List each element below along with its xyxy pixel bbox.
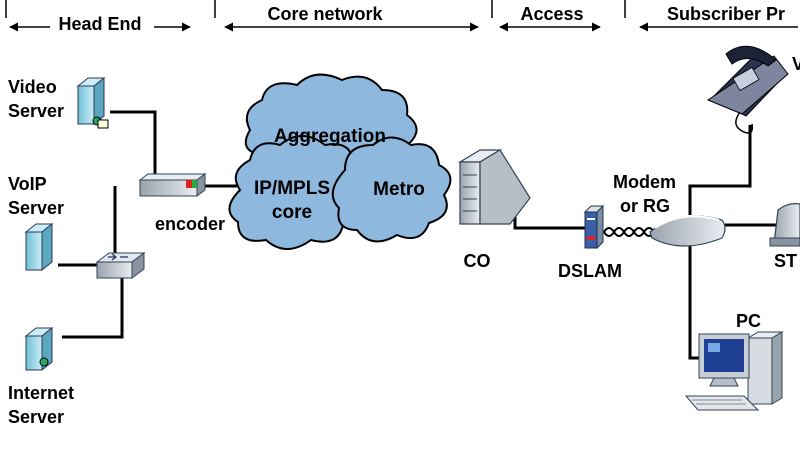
ip-mpls-label-1: IP/MPLS [254,178,330,199]
metro-label: Metro [373,179,425,200]
ip-mpls-label-2: core [272,202,312,223]
co-building-icon [457,149,531,225]
computer-icon [684,331,784,411]
co-label: CO [464,251,491,271]
encoder: encoder [138,173,225,234]
aggregation-label: Aggregation [274,126,386,147]
pc: PC [684,311,784,411]
co: CO [457,149,531,271]
switch-icon [95,252,146,279]
stb-label: ST [774,251,797,271]
phone-label: V [792,54,800,74]
twisted-pair-icon [603,227,655,237]
header-labels: Head End Core network Access Subscriber … [50,2,800,34]
internet-server: Internet Server [8,326,74,427]
modem-label-2: or RG [620,196,670,216]
server-icon [76,76,109,129]
video-server-label-1: Video [8,77,57,97]
header-head-end: Head End [58,14,141,34]
dslam-icon [583,204,605,250]
voip-server: VoIP Server [8,174,64,272]
dslam-label: DSLAM [558,261,622,281]
header-core-network: Core network [267,4,383,24]
header-subscriber: Subscriber Pr [667,4,785,24]
set-top-box-icon [769,203,800,247]
modem: Modem or RG [613,172,726,247]
voip-server-label-2: Server [8,198,64,218]
server-icon [24,326,54,372]
encoder-label: encoder [155,214,225,234]
dslam: DSLAM [558,204,622,281]
modem-icon [649,215,726,247]
internet-server-label-1: Internet [8,383,74,403]
telephone-icon [706,45,789,134]
set-top-box: ST [769,203,800,271]
modem-label-1: Modem [613,172,676,192]
voip-server-label-1: VoIP [8,174,47,194]
video-server-label-2: Server [8,101,64,121]
header-access: Access [520,4,583,24]
core-network-clouds [228,73,452,250]
header-separators [5,0,626,18]
pc-label: PC [736,311,761,331]
video-server: Video Server [8,76,109,129]
server-icon [24,222,54,272]
metro-cloud [331,136,452,243]
internet-server-label-2: Server [8,407,64,427]
encoder-icon [138,173,207,197]
telephone: V [706,45,800,134]
links [58,110,780,360]
